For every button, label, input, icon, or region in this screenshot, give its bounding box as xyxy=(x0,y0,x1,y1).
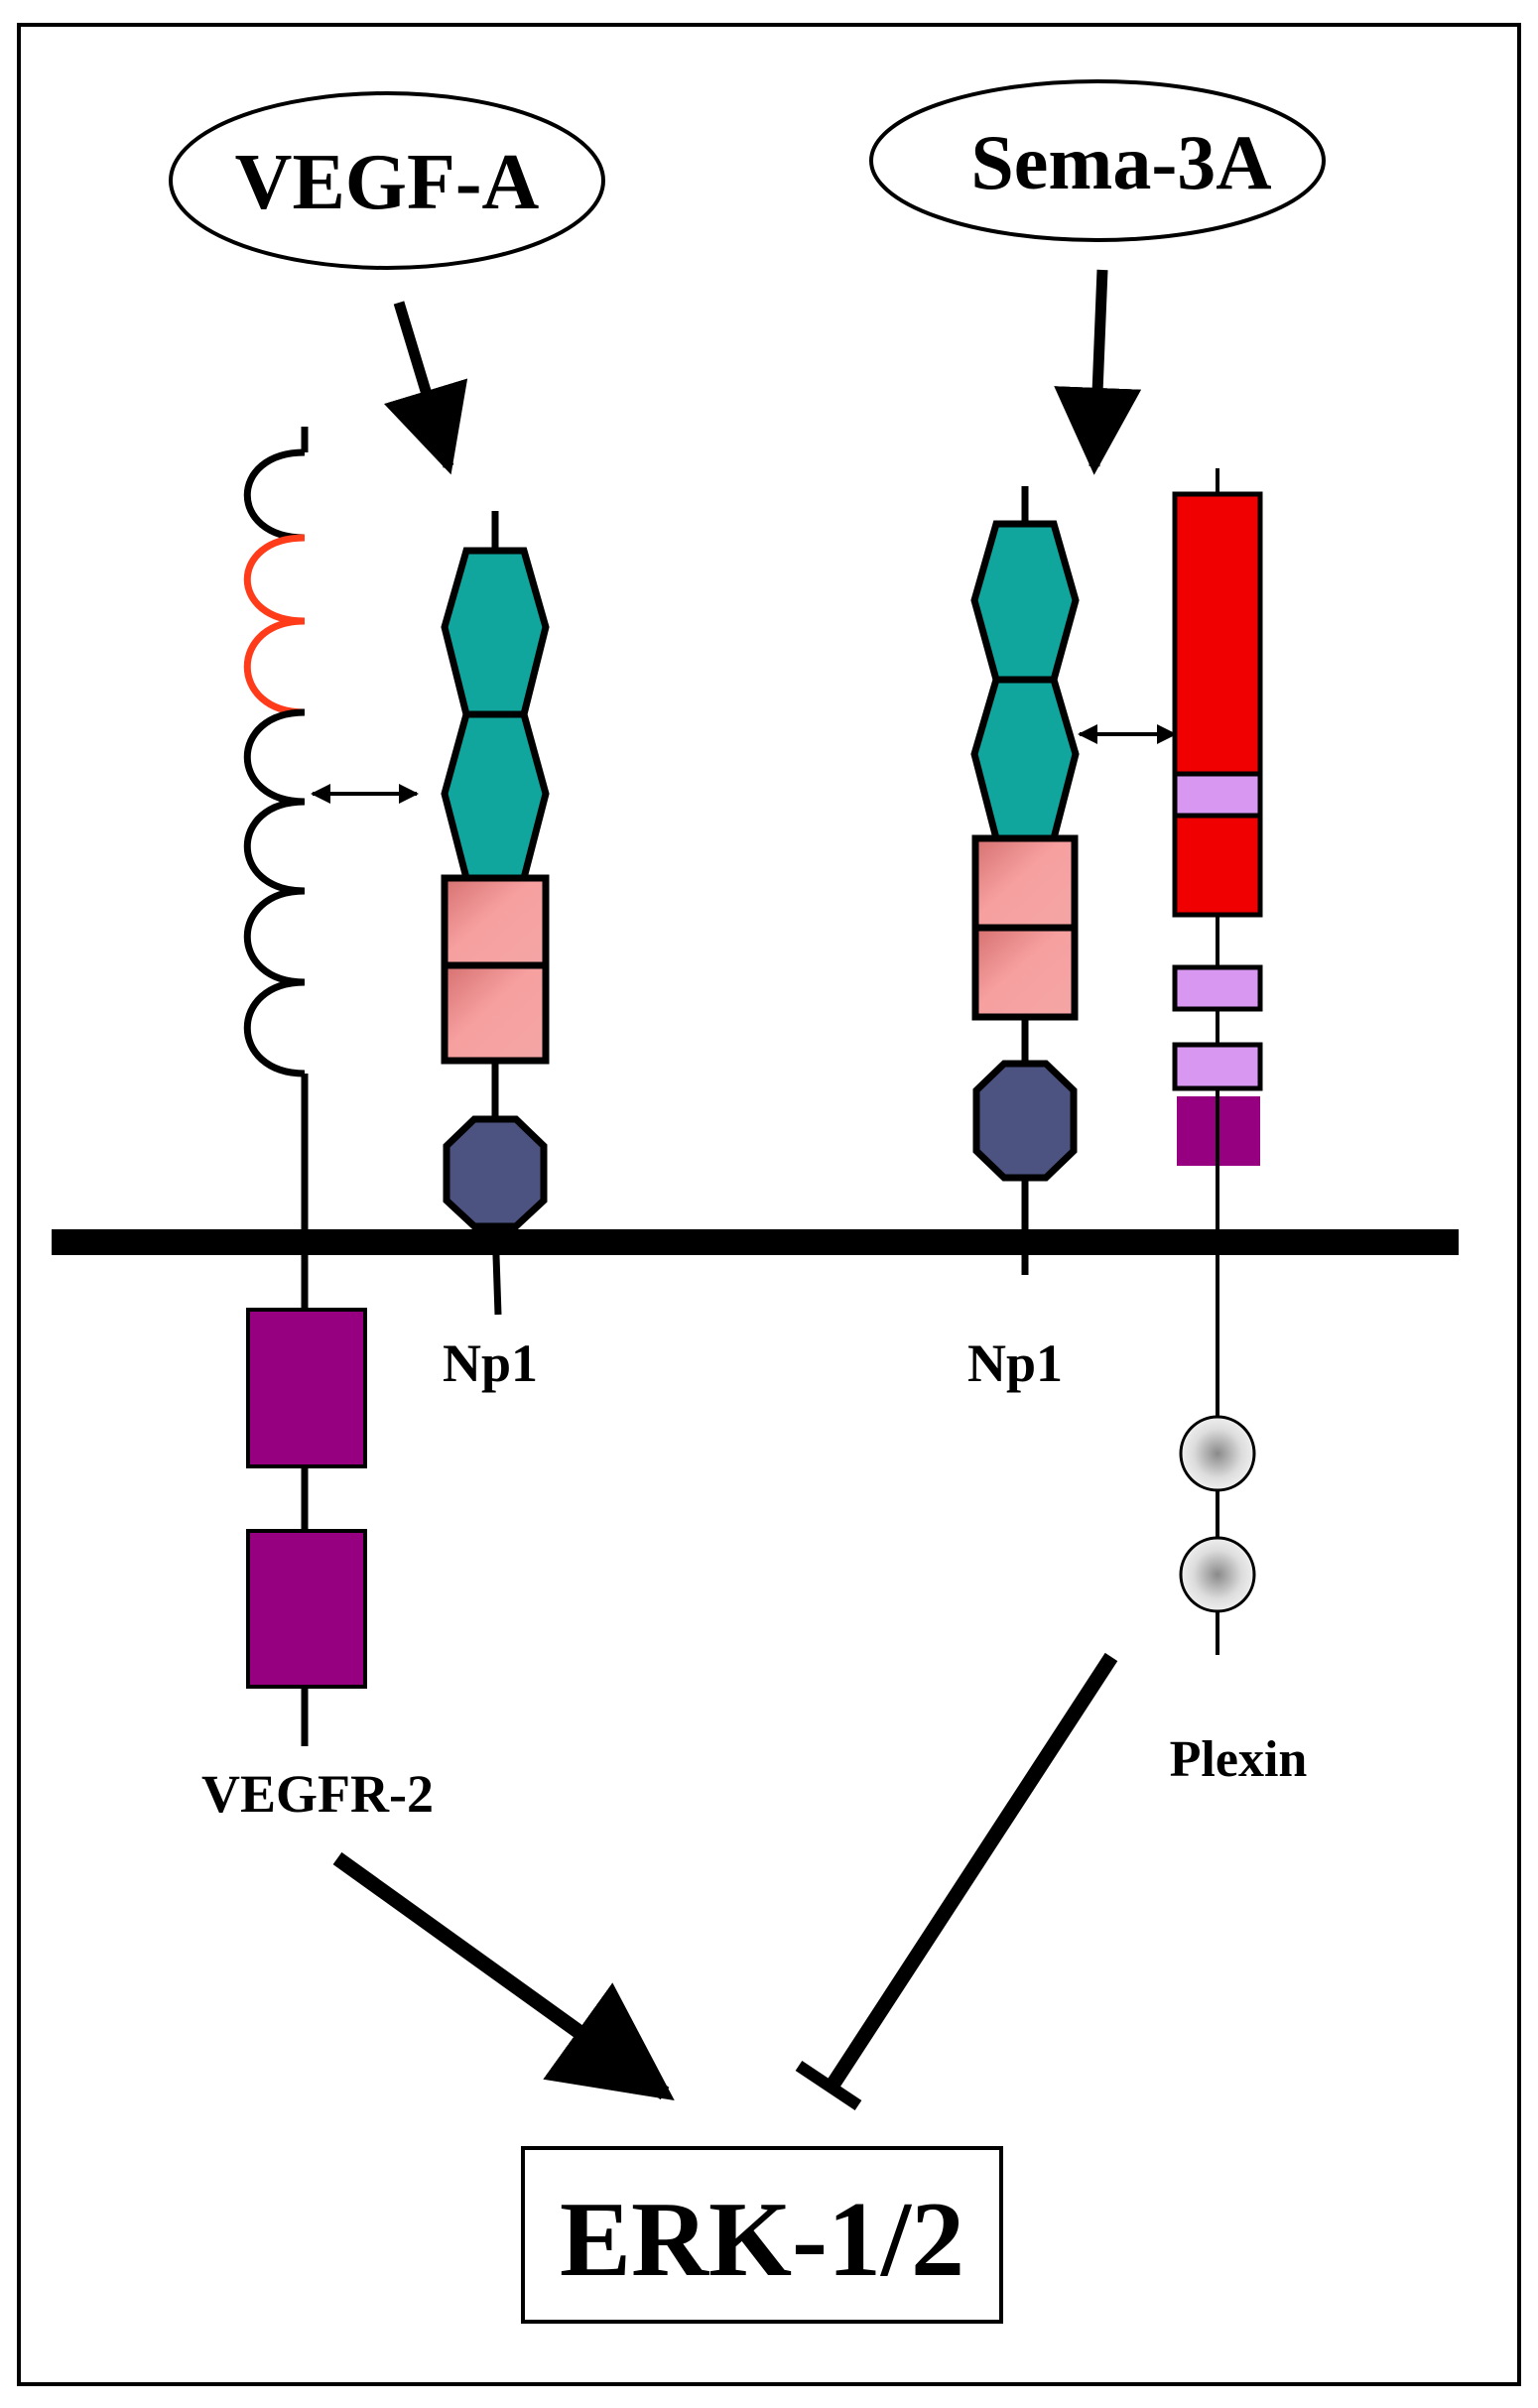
np1-right-fv-domain-1 xyxy=(971,834,1079,932)
np1-right-cub-domain-1 xyxy=(970,520,1080,684)
vegfr2-kinase-domain-1 xyxy=(246,1308,367,1468)
np1-right-cub-domain-2 xyxy=(970,676,1080,842)
np1-left-tail xyxy=(491,1225,502,1316)
vegfr2-loop-1 xyxy=(243,448,306,542)
plexin-inhibits-erk-bar xyxy=(795,2061,862,2110)
plexin-receptor: Plexin xyxy=(1170,468,1308,1788)
vegfr2-loop-5 xyxy=(243,798,306,895)
vegf-a-ligand: VEGF-A xyxy=(169,91,605,270)
vegfr2-activates-erk-arrow xyxy=(332,1851,675,2100)
figure-frame xyxy=(17,23,1521,2386)
plexin-sema-domain-lower xyxy=(1172,813,1263,918)
np1-left-cub-domain-2 xyxy=(441,710,550,882)
np1-left-fv-domain-1 xyxy=(441,874,550,969)
erk-box-border xyxy=(521,2146,1003,2324)
sema-3a-label: Sema-3A xyxy=(970,119,1271,205)
erk-box: ERK-1/2 xyxy=(521,2146,1003,2324)
vegf-a-label: VEGF-A xyxy=(235,139,540,226)
np1-left-label: Np1 xyxy=(443,1333,538,1393)
vegfr2-loop-7 xyxy=(243,978,306,1077)
vegfr2-label: VEGFR-2 xyxy=(201,1764,434,1824)
vegfr2-receptor: VEGFR-2 xyxy=(201,427,434,1824)
vegfr2-kinase-domain-2 xyxy=(246,1529,367,1689)
sema-3a-ellipse xyxy=(869,79,1326,242)
vegfr2-loop-2 xyxy=(243,534,306,625)
plexin-psi-domain-3 xyxy=(1172,1042,1263,1091)
vegf-to-np1-arrow xyxy=(383,301,468,475)
plexin-gap-domain-2 xyxy=(1179,1536,1256,1613)
vegfr2-loop-6 xyxy=(243,887,306,986)
np1-left-mam-domain xyxy=(443,1115,548,1230)
vegfr2-loop-4 xyxy=(243,708,306,806)
np1-right-mam-domain xyxy=(972,1060,1078,1182)
plexin-label: Plexin xyxy=(1170,1731,1308,1788)
np1-right-receptor: Np1 xyxy=(967,486,1080,1393)
np1-right-fv-domain-2 xyxy=(971,924,1079,1021)
plexin-gap-domain-1 xyxy=(1179,1415,1256,1492)
np1-left-fv-domain-2 xyxy=(441,961,550,1065)
np1-right-label: Np1 xyxy=(967,1333,1063,1393)
vegfr2-loop-3 xyxy=(243,617,306,716)
np1-left-cub-domain-1 xyxy=(441,547,550,718)
plexin-inhibits-erk-line xyxy=(827,1652,1118,2089)
vegf-a-ellipse xyxy=(169,91,605,270)
erk-label: ERK-1/2 xyxy=(560,2181,964,2299)
plexin-psi-domain-1 xyxy=(1172,771,1263,819)
sema-3a-ligand: Sema-3A xyxy=(869,79,1326,242)
sema-to-np1-arrow xyxy=(1054,269,1142,475)
np1-left-receptor: Np1 xyxy=(441,511,550,1393)
plexin-sema-domain-upper xyxy=(1172,491,1263,777)
plexin-psi-domain-2 xyxy=(1172,964,1263,1012)
